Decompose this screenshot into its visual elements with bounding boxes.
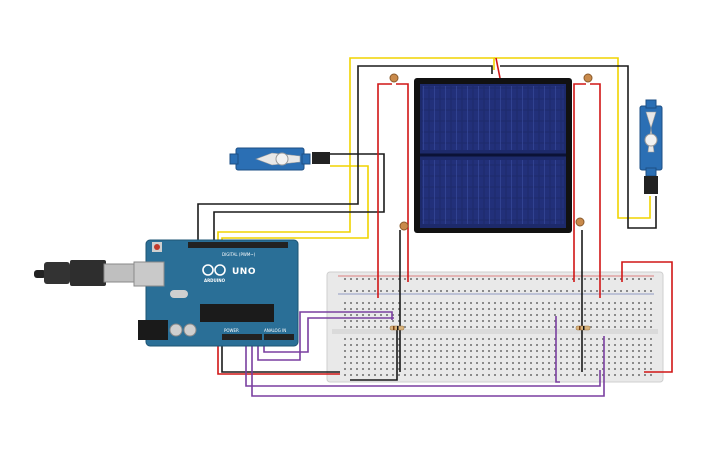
breadboard[interactable] <box>326 271 664 383</box>
usb-cable[interactable] <box>34 260 137 286</box>
resistor-right[interactable] <box>575 325 591 331</box>
arduino-model-label: UNO <box>232 267 256 277</box>
resistor-left[interactable] <box>389 325 405 331</box>
photoresistor-bottom-left[interactable] <box>399 221 409 231</box>
digital-header-label: DIGITAL (PWM~) <box>222 252 256 257</box>
photoresistor-top-right[interactable] <box>583 73 593 83</box>
solar-panel[interactable] <box>414 78 572 233</box>
photoresistor-bottom-right[interactable] <box>575 217 585 227</box>
arduino-uno[interactable]: UNO ARDUINO DIGITAL (PWM~) POWER ANALOG … <box>133 239 299 347</box>
wire-red[interactable] <box>217 57 673 375</box>
wire-purple[interactable] <box>245 311 605 397</box>
servo-left[interactable] <box>229 147 330 171</box>
power-header-label: POWER <box>224 328 239 333</box>
arduino-brand-label: ARDUINO <box>204 278 226 283</box>
servo-right[interactable] <box>639 99 663 194</box>
analog-header-label: ANALOG IN <box>264 328 286 333</box>
photoresistor-top-left[interactable] <box>389 73 399 83</box>
arduino-infinity-logo <box>202 264 226 276</box>
